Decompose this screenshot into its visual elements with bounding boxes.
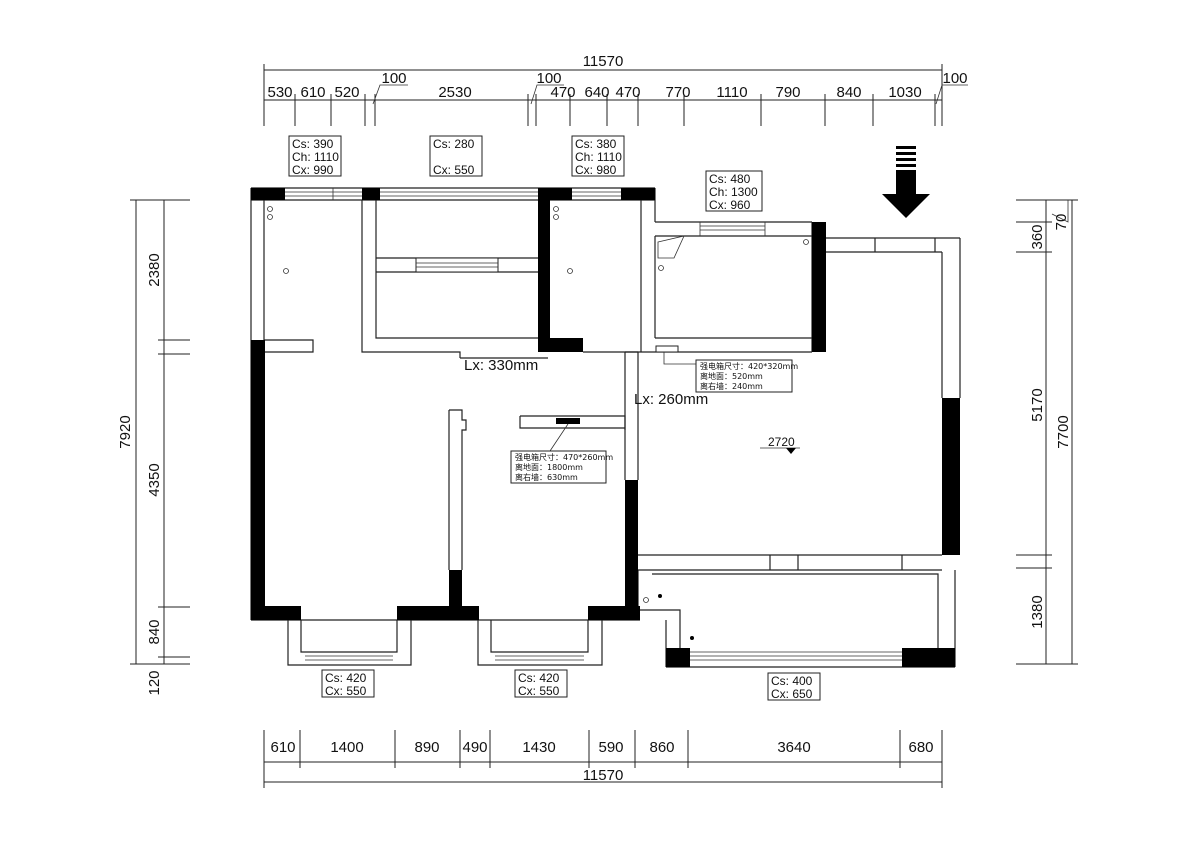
window-label-1: [288, 135, 342, 177]
bottom-dim-3: 890: [414, 739, 439, 756]
top-dim-2: 610: [300, 84, 325, 101]
right-dim-4: 1380: [1029, 595, 1046, 628]
window-top-3: [572, 191, 621, 197]
bottom-dimension-lines: [263, 730, 943, 788]
box1-wall: 离右墙：240mm: [700, 381, 763, 391]
left-dim-4: 120: [146, 670, 163, 695]
box1-size: 强电箱尺寸：420*320mm: [700, 361, 798, 371]
bottom-dim-2: 1400: [330, 739, 363, 756]
window-balcony: [690, 651, 902, 661]
top-dim-8: 770: [665, 84, 690, 101]
top-dim-10: 790: [775, 84, 800, 101]
right-dimension-lines: [1016, 199, 1078, 665]
fixture-markers: [267, 206, 809, 640]
top-dim-3: 520: [334, 84, 359, 101]
w1-ch: Ch: 1110: [292, 150, 339, 164]
w1-cx: Cx: 990: [292, 163, 334, 177]
top-dim-7: 470: [615, 84, 640, 101]
bottom-dim-5: 1430: [522, 739, 555, 756]
w3-ch: Ch: 1110: [575, 150, 622, 164]
window-label-2: [429, 135, 483, 177]
electrical-box-2: [510, 418, 607, 484]
top-dim-12: 1030: [888, 84, 921, 101]
window-label-3: [571, 135, 625, 177]
bottom-total-dim: 11570: [583, 767, 624, 784]
box2-wall: 离右墙：630mm: [515, 472, 578, 482]
right-total-dim: 7700: [1055, 415, 1072, 448]
w6-cx: Cx: 550: [518, 684, 560, 698]
top-dim-9: 1110: [716, 84, 747, 101]
window-label-6: [514, 669, 568, 698]
top-dimension-lines: [263, 64, 968, 126]
w2-cs: Cs: 280: [433, 137, 475, 151]
w6-cs: Cs: 420: [518, 671, 560, 685]
bottom-dim-9: 680: [908, 739, 933, 756]
top-dim-1: 530: [267, 84, 292, 101]
right-dim-1: 70: [1053, 214, 1070, 231]
w7-cx: Cx: 650: [771, 687, 813, 701]
left-dim-2: 4350: [146, 463, 163, 496]
top-gap-3: 100: [942, 70, 967, 87]
window-label-5: [321, 669, 375, 698]
solid-walls: [251, 188, 960, 667]
beam-label-1: Lx: 330mm: [464, 357, 538, 374]
left-dimension-lines: [130, 199, 190, 665]
left-dim-3: 840: [146, 619, 163, 644]
top-dim-4: 2530: [438, 84, 471, 101]
top-dim-11: 840: [836, 84, 861, 101]
w4-ch: Ch: 1300: [709, 185, 758, 199]
box1-floor: 离地面：520mm: [700, 371, 763, 381]
window-label-4: [705, 170, 763, 212]
top-gap-2: 100: [536, 70, 561, 87]
left-dim-1: 2380: [146, 253, 163, 286]
w4-cx: Cx: 960: [709, 198, 751, 212]
bottom-dim-6: 590: [598, 739, 623, 756]
w3-cs: Cs: 380: [575, 137, 617, 151]
height-mark: [760, 447, 800, 454]
box2-size: 强电箱尺寸：470*260mm: [515, 452, 613, 462]
top-total-dim: 11570: [583, 53, 624, 70]
bay-window-2: [477, 620, 603, 666]
window-top-4: [699, 222, 766, 236]
bay-window-1: [287, 620, 412, 666]
bottom-dim-4: 490: [462, 739, 487, 756]
top-dim-5: 470: [550, 84, 575, 101]
bottom-dim-8: 3640: [777, 739, 810, 756]
bottom-dim-7: 860: [649, 739, 674, 756]
window-top-1: [285, 188, 362, 200]
box2-floor: 离地面：1800mm: [515, 462, 583, 472]
w2-cx: Cx: 550: [433, 163, 475, 177]
wall-outlines: [250, 187, 961, 668]
w5-cs: Cs: 420: [325, 671, 367, 685]
left-total-dim: 7920: [117, 415, 134, 448]
w4-cs: Cs: 480: [709, 172, 751, 186]
height-mark-label: 2720: [768, 435, 795, 449]
window-inner: [415, 257, 499, 273]
bottom-dim-1: 610: [270, 739, 295, 756]
beam-label-2: Lx: 260mm: [634, 391, 708, 408]
window-label-7: [767, 672, 821, 701]
w1-cs: Cs: 390: [292, 137, 334, 151]
w3-cx: Cx: 980: [575, 163, 617, 177]
w5-cx: Cx: 550: [325, 684, 367, 698]
top-gap-1: 100: [381, 70, 406, 87]
right-dim-2: 360: [1029, 224, 1046, 249]
entrance-arrow-icon: [882, 146, 930, 218]
top-dim-6: 640: [584, 84, 609, 101]
w7-cs: Cs: 400: [771, 674, 813, 688]
window-top-2: [380, 191, 538, 197]
right-dim-3: 5170: [1029, 388, 1046, 421]
electrical-box-1: [655, 345, 793, 393]
